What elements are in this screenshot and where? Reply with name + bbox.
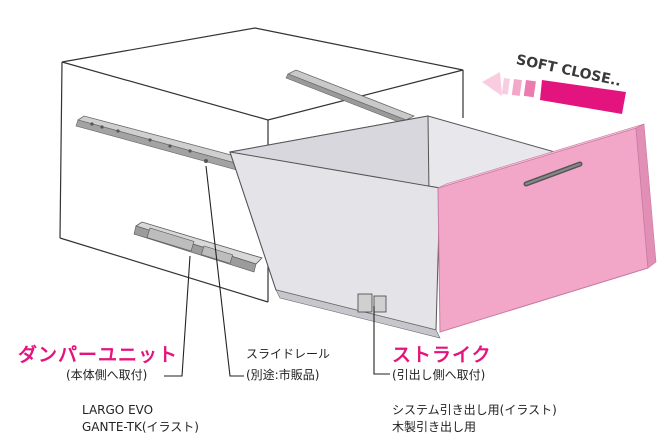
drawer-handle xyxy=(523,161,583,187)
front-slide-rail xyxy=(75,115,251,173)
strike-part xyxy=(357,293,387,313)
strike-leader xyxy=(373,306,390,375)
drawer-body xyxy=(229,115,591,339)
damper-leader xyxy=(164,255,191,377)
damper-note: (本体側へ取付) xyxy=(66,368,148,382)
slide-rail-title: スライドレール xyxy=(246,347,331,361)
leader-lines xyxy=(164,165,390,377)
back-slide-rail xyxy=(285,69,415,125)
damper-model-2: GANTE-TK(イラスト) xyxy=(82,420,199,434)
strike-note: (引出し側へ取付) xyxy=(392,368,486,382)
strike-title: ストライク xyxy=(392,344,492,366)
drawer-front xyxy=(437,123,657,333)
damper-model-1: LARGO EVO xyxy=(82,403,154,417)
damper-title: ダンパーユニット xyxy=(18,344,179,366)
strike-line-2: 木製引き出し用 xyxy=(392,420,477,434)
damper-unit xyxy=(133,221,263,273)
slide-rail-leader xyxy=(205,165,244,377)
strike-line-1: システム引き出し用(イラスト) xyxy=(392,403,557,417)
slide-rail-note: (別途:市販品) xyxy=(246,368,320,382)
soft-close-arrow xyxy=(482,72,626,114)
